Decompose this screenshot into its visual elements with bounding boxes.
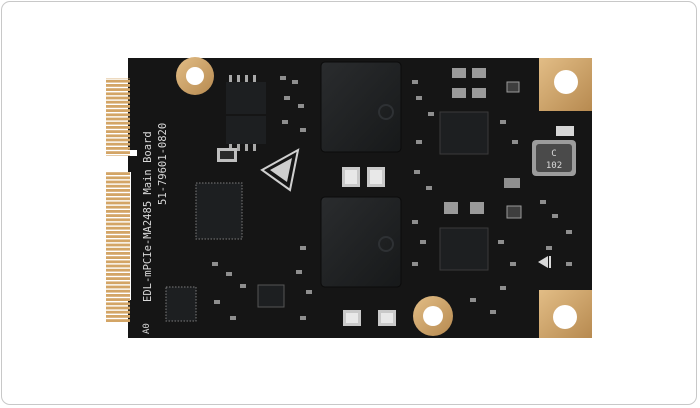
passive-components	[217, 68, 574, 326]
edge-connector	[104, 78, 138, 322]
diode-marking	[538, 256, 551, 268]
qfn-chips	[165, 82, 489, 322]
smd-dots	[212, 76, 572, 320]
inductor: C 102	[532, 140, 576, 176]
pin-marker-label: A0	[142, 323, 152, 334]
chip-legs	[229, 75, 256, 151]
board-name-label: EDL-mPCIe-MA2485 Main Board	[142, 131, 154, 302]
inductor-label-1: C	[551, 149, 556, 159]
board-logo	[260, 148, 300, 192]
main-packages	[320, 61, 402, 288]
inductor-label-2: 102	[546, 161, 562, 171]
mounting-holes	[176, 57, 592, 338]
board-part-number: 51-79601-0820	[157, 123, 169, 205]
